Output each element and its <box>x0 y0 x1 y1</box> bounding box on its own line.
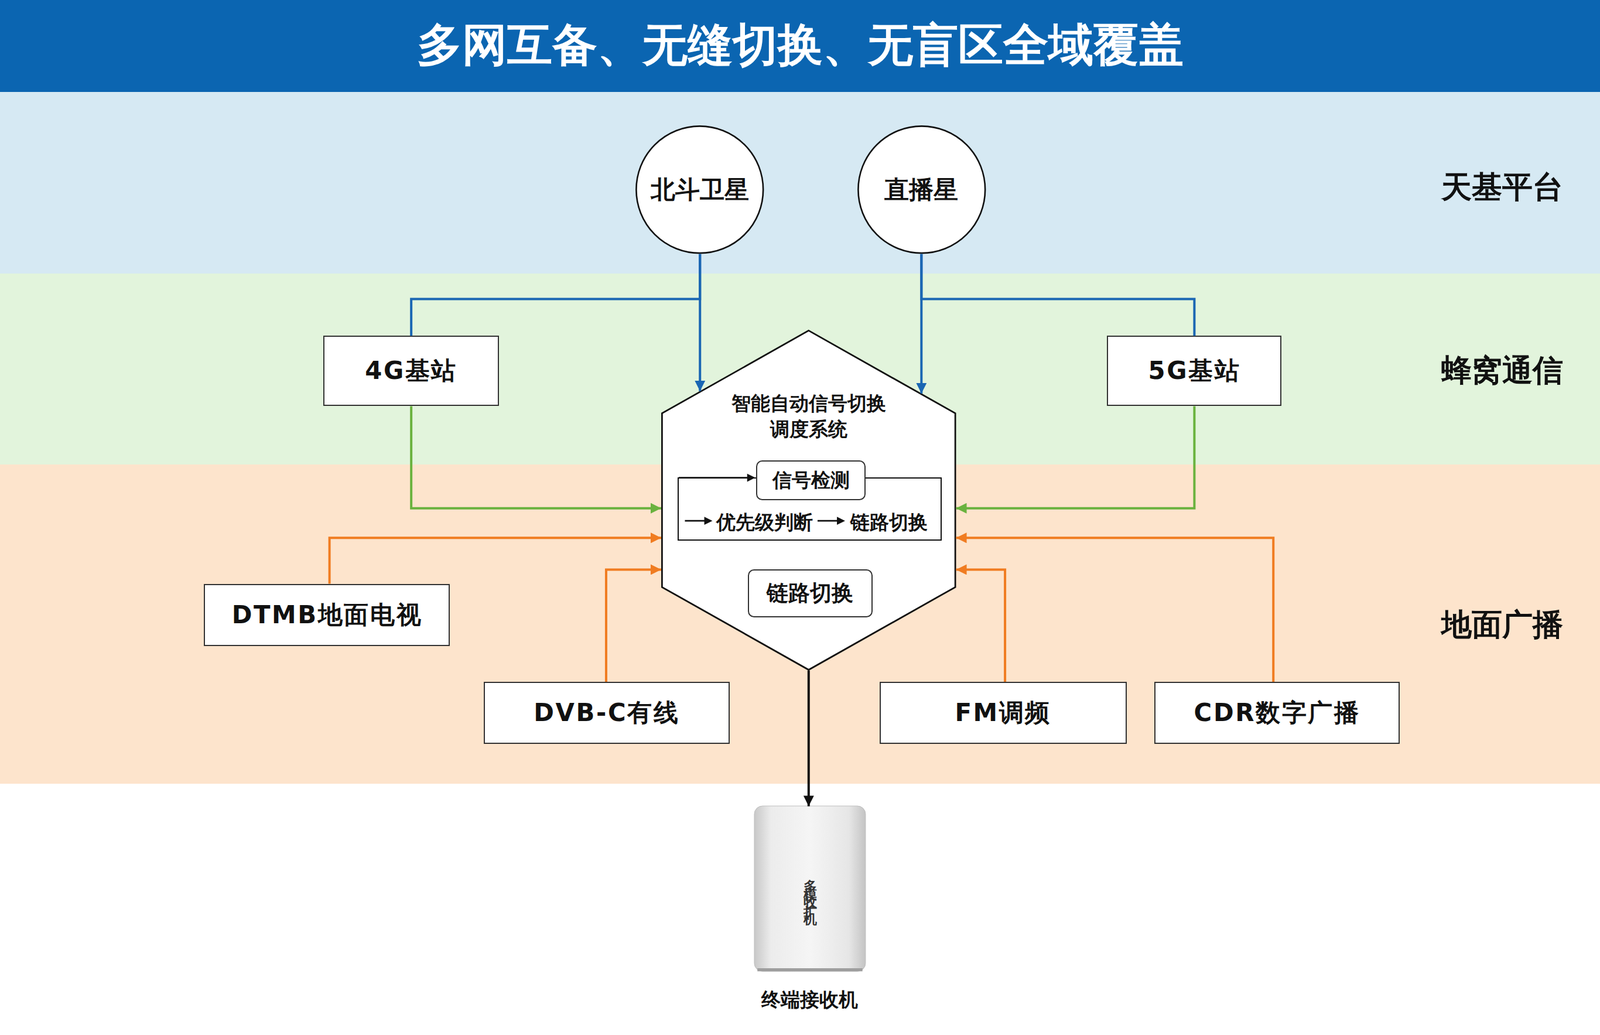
title-bar: 多网互备、无缝切换、无盲区全域覆盖 <box>0 0 1600 92</box>
loop-line <box>678 477 751 480</box>
node-label: 蜂窝通信 <box>1400 350 1600 391</box>
loop-frame: 优先级判断链路切换信号检测 <box>677 477 942 541</box>
title-text: 多网互备、无缝切换、无盲区全域覆盖 <box>0 15 1600 77</box>
source-box: 5G基站 <box>1106 335 1282 406</box>
node-label: DVB-C有线 <box>484 696 729 729</box>
node-label: 4G基站 <box>324 354 498 387</box>
node-label: 直播星 <box>857 173 987 206</box>
node-label: FM调频 <box>880 696 1126 729</box>
layer-band: 天基平台 北斗卫星 直播星 <box>0 91 1600 274</box>
node-label: 终端接收机 <box>707 986 912 1013</box>
node-label: DTMB地面电视 <box>204 599 449 631</box>
device-base <box>757 968 863 972</box>
node-label: 链路切换 <box>850 510 928 536</box>
source-box: 4G基站 <box>323 335 499 406</box>
satellite-circle: 北斗卫星 <box>635 125 765 255</box>
satellite-circle: 直播星 <box>857 125 987 255</box>
switch-hexagon: 智能自动信号切换 调度系统优先级判断链路切换信号检测链路切换 <box>661 329 957 671</box>
process-box: 链路切换 <box>747 569 873 618</box>
node-label: 地面广播 <box>1400 604 1600 645</box>
receiver-device: 多模收扩机终端接收机 <box>754 805 866 972</box>
node-label: 天基平台 <box>1400 166 1600 207</box>
loop-arrow-head <box>836 517 846 526</box>
loop-arrow-head <box>747 473 756 482</box>
hexagon-shape <box>661 330 956 670</box>
node-label: 信号检测 <box>757 467 864 493</box>
source-box: CDR数字广播 <box>1154 681 1401 744</box>
node-label: 多模收扩机 <box>801 868 819 910</box>
loop-line <box>817 520 840 522</box>
node-label: 智能自动信号切换 调度系统 <box>722 390 896 442</box>
node-label: 优先级判断 <box>716 510 813 536</box>
loop-arrow-head <box>703 517 713 526</box>
node-label: CDR数字广播 <box>1155 696 1400 729</box>
node-label: 链路切换 <box>749 579 872 608</box>
source-box: DTMB地面电视 <box>203 583 450 646</box>
source-box: FM调频 <box>879 681 1127 744</box>
loop-line <box>684 520 707 522</box>
source-box: DVB-C有线 <box>483 681 730 744</box>
node-label: 北斗卫星 <box>635 173 765 206</box>
node-label: 5G基站 <box>1108 354 1281 387</box>
device-body <box>754 805 866 972</box>
process-box: 信号检测 <box>756 460 866 501</box>
